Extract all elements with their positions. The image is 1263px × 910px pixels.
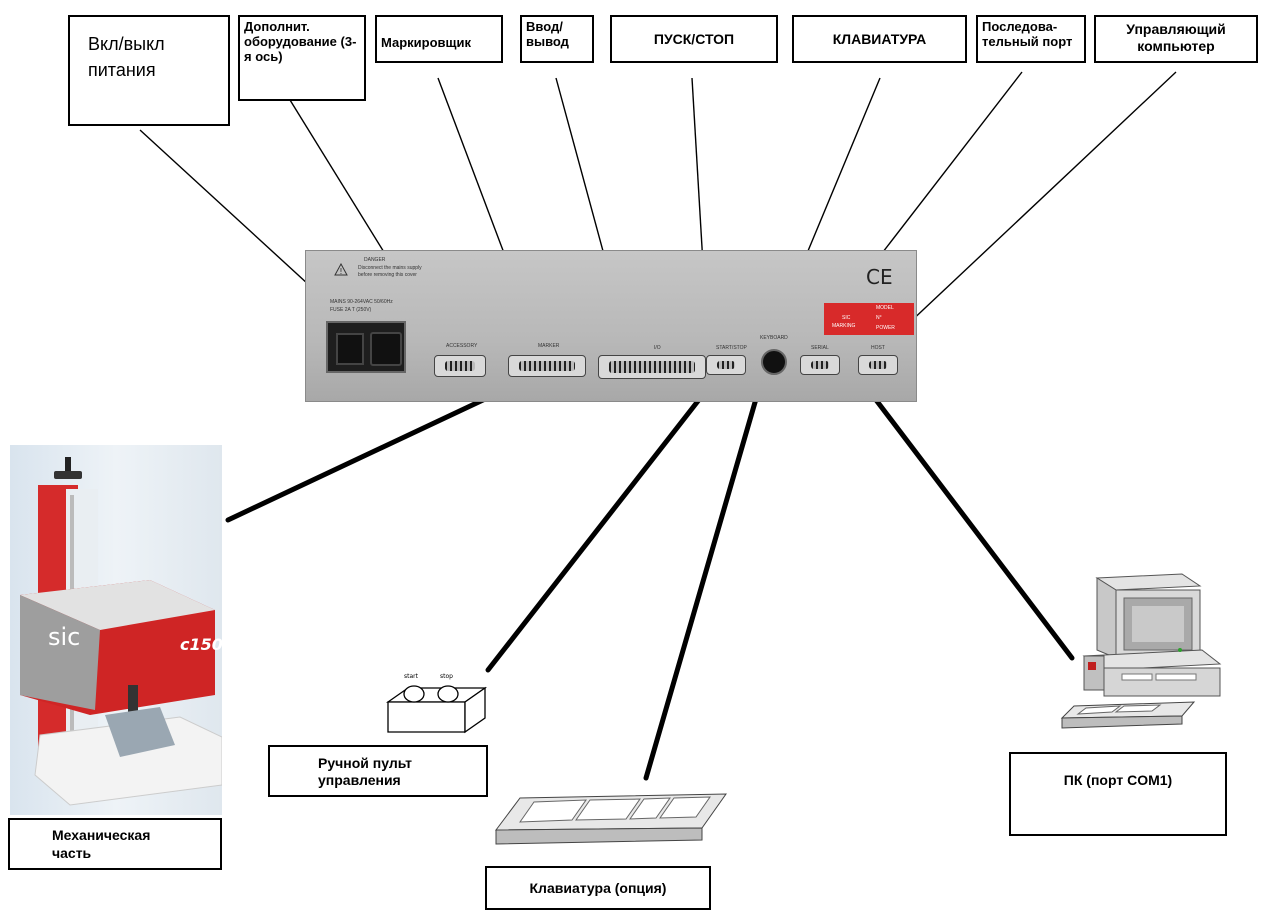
arrow-host [889, 71, 1177, 342]
ce-mark: CE [866, 265, 893, 289]
label-startstop-text: ПУСК/СТОП [653, 31, 735, 47]
label-keyboard-option: Клавиатура (опция) [485, 866, 711, 910]
rating-line-1: MAINS 90-264VAC 50/60Hz [330, 299, 393, 305]
power-socket[interactable] [370, 332, 402, 366]
pendant-stop-label: stop [440, 673, 453, 680]
label-hand-pendant: Ручной пульт управления [268, 745, 488, 797]
rating-plate: SIC MARKING MODEL N° POWER [824, 303, 914, 335]
pc-icon [1060, 573, 1222, 729]
cable-mechanical [225, 389, 503, 523]
hand-pendant-icon: start stop [385, 673, 488, 734]
label-pc: ПК (порт COM1) [1009, 752, 1227, 836]
machine-brand: sic [48, 623, 80, 651]
pendant-start-label: start [404, 673, 419, 680]
conn-label-startstop: START/STOP [716, 345, 747, 351]
label-mechanical: Механическая часть [8, 818, 222, 870]
label-marker-text: Маркировщик [381, 35, 471, 50]
conn-label-marker: MARKER [538, 343, 560, 349]
power-inlet[interactable] [326, 321, 406, 373]
marker-connector[interactable] [508, 355, 586, 377]
power-switch[interactable] [336, 333, 364, 365]
conn-label-host: HOST [871, 345, 885, 351]
svg-text:!: ! [339, 267, 342, 276]
marking-machine-image: sic c150 [10, 445, 223, 815]
label-startstop: ПУСК/СТОП [610, 15, 778, 63]
label-marker: Маркировщик [375, 15, 503, 63]
startstop-connector[interactable] [706, 355, 746, 375]
machine-model: c150 [180, 635, 222, 654]
label-io: Ввод/ вывод [520, 15, 594, 63]
warning-line-2: before removing this cover [358, 272, 417, 278]
label-pc-text: ПК (порт COM1) [1063, 772, 1173, 788]
conn-label-serial: SERIAL [811, 345, 829, 351]
label-mechanical-text: Механическая часть [52, 827, 151, 861]
label-keyboard-port: КЛАВИАТУРА [792, 15, 967, 63]
label-serial-text: Последова-тельный порт [982, 19, 1073, 49]
cable-keyboard [643, 389, 761, 781]
marking-machine-illustration: sic c150 [20, 457, 223, 806]
plate-brand-2: MARKING [832, 323, 856, 329]
conn-label-accessory: ACCESSORY [446, 343, 478, 349]
danger-text: DANGER [364, 257, 386, 263]
rating-line-2: FUSE 2A T (250V) [330, 307, 372, 313]
warning-line-1: Disconnect the mains supply [358, 265, 422, 271]
keyboard-din-connector[interactable] [761, 349, 787, 375]
host-connector[interactable] [858, 355, 898, 375]
plate-serial-no: N° [876, 315, 882, 321]
keyboard-icon [494, 793, 727, 845]
cable-pc [867, 389, 1075, 661]
label-power: Вкл/выкл питания [68, 15, 230, 126]
label-host: Управляющий компьютер [1094, 15, 1258, 63]
label-keyboard-port-text: КЛАВИАТУРА [832, 31, 927, 47]
label-power-text: Вкл/выкл питания [88, 34, 165, 80]
label-accessory: Дополнит. оборудование (3-я ось) [238, 15, 366, 101]
plate-power: POWER [876, 325, 895, 331]
warning-triangle-icon: ! [334, 263, 348, 276]
io-connector[interactable] [598, 355, 706, 379]
label-hand-pendant-text: Ручной пульт управления [318, 755, 412, 788]
conn-label-keyboard: KEYBOARD [760, 335, 788, 341]
accessory-connector[interactable] [434, 355, 486, 377]
serial-connector[interactable] [800, 355, 840, 375]
label-host-text: Управляющий компьютер [1126, 21, 1226, 54]
controller-rear-panel: ! DANGER Disconnect the mains supply bef… [305, 250, 917, 402]
label-accessory-text: Дополнит. оборудование (3-я ось) [244, 19, 357, 64]
conn-label-io: I/O [654, 345, 661, 351]
cable-pendant [485, 389, 708, 673]
plate-model: MODEL [876, 305, 894, 311]
label-serial: Последова-тельный порт [976, 15, 1086, 63]
label-keyboard-option-text: Клавиатура (опция) [529, 880, 667, 896]
plate-brand-1: SIC [842, 315, 851, 321]
label-io-text: Ввод/ вывод [526, 19, 569, 49]
